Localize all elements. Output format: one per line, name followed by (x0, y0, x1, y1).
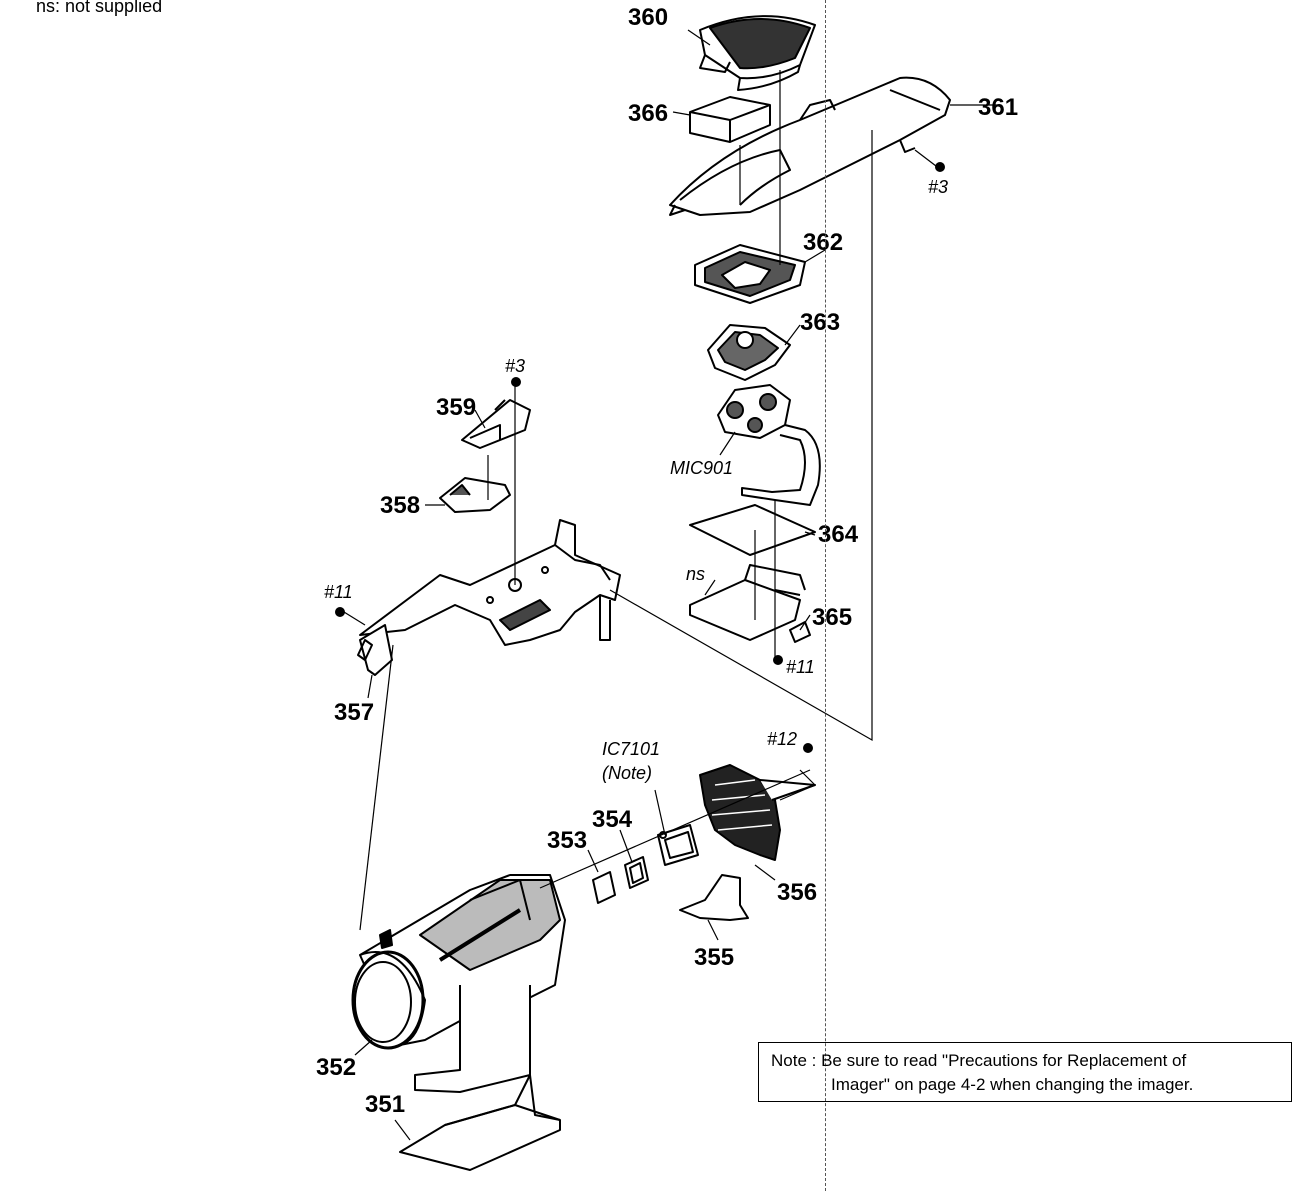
part-359-shape (461, 399, 531, 449)
part-label-365: 365 (812, 604, 852, 631)
ref-label-ns: ns (686, 564, 705, 584)
part-358-shape (439, 477, 511, 513)
part-label-354: 354 (592, 806, 633, 833)
imager-replacement-note: Note : Be sure to read "Precautions for … (758, 1042, 1292, 1102)
screw-label-11-right: #11 (786, 657, 815, 677)
screw-label-12: #12 (767, 729, 797, 749)
page-fold-line (825, 0, 826, 1191)
screw-shapes (335, 162, 945, 753)
ref-label-ic7101-note: (Note) (602, 763, 652, 783)
part-364-shape (689, 504, 816, 556)
part-label-361: 361 (978, 94, 1018, 121)
ref-label-ic7101: IC7101 (602, 739, 660, 759)
part-label-366: 366 (628, 100, 668, 127)
part-label-360: 360 (628, 4, 668, 31)
assembly-lines (343, 29, 1000, 1141)
note-line-1: Note : Be sure to read "Precautions for … (771, 1051, 1187, 1070)
part-label-357: 357 (334, 699, 374, 726)
part-360-shape (699, 15, 816, 91)
part-354-shape (624, 856, 649, 889)
part-label-358: 358 (380, 492, 420, 519)
part-355-shape (679, 874, 749, 921)
part-label-363: 363 (800, 309, 840, 336)
screw-label-3-top: #3 (928, 177, 948, 197)
part-label-351: 351 (365, 1091, 405, 1118)
part-mic901-shape (717, 384, 821, 506)
part-366-shape (689, 96, 771, 143)
chassis-frame-shape (359, 519, 621, 646)
ref-label-mic901: MIC901 (670, 458, 733, 478)
part-label-352: 352 (316, 1054, 356, 1081)
part-351-flex-shape (399, 985, 561, 1171)
part-ic7101-shape (657, 824, 699, 866)
part-353-shape (592, 871, 616, 904)
part-label-356: 356 (777, 879, 817, 906)
ns-legend: ns: not supplied (36, 0, 163, 16)
part-356-shape (699, 764, 816, 861)
part-365-shape (789, 621, 811, 643)
part-label-359: 359 (436, 394, 476, 421)
part-361-shape (669, 76, 951, 216)
part-ns-plate-shape (689, 564, 806, 641)
note-line-2: Imager" on page 4-2 when changing the im… (831, 1075, 1194, 1094)
screw-label-11-left: #11 (324, 582, 353, 602)
part-label-353: 353 (547, 827, 587, 854)
part-label-364: 364 (818, 521, 859, 548)
part-362-shape (694, 244, 806, 304)
part-label-355: 355 (694, 944, 734, 971)
part-357-shape (357, 624, 393, 676)
screw-label-3-mid: #3 (505, 356, 525, 376)
part-label-362: 362 (803, 229, 843, 256)
part-363-shape (707, 324, 791, 381)
